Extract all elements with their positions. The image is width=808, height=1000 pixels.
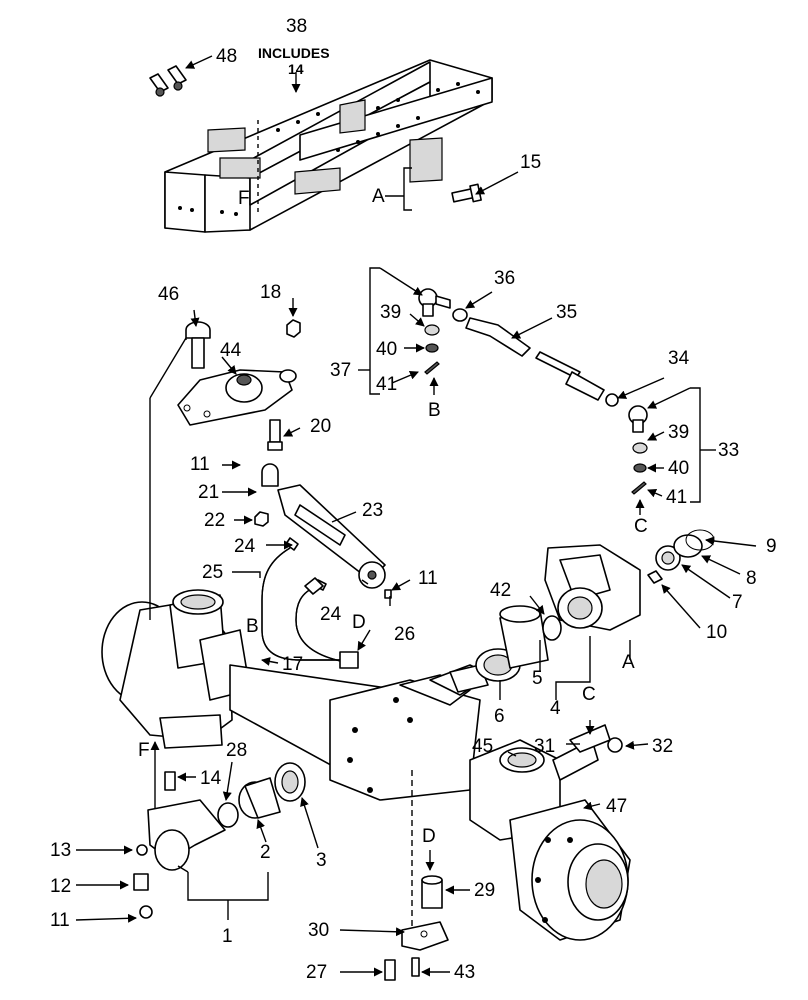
callout-11-lower: 11 — [50, 910, 70, 931]
front-frame-rails — [164, 59, 493, 233]
ref-A-top: A — [372, 186, 385, 207]
callout-20: 20 — [310, 416, 331, 437]
callout-38: 38 — [286, 16, 307, 37]
callout-12: 12 — [50, 876, 71, 897]
callout-5: 5 — [532, 668, 543, 689]
grease-fittings — [149, 65, 187, 97]
callout-35: 35 — [556, 302, 577, 323]
callout-1: 1 — [222, 926, 233, 947]
ref-C-lower: C — [582, 684, 596, 705]
callout-48: 48 — [216, 46, 237, 67]
callout-22: 22 — [204, 510, 225, 531]
callout-24-b: 24 — [320, 604, 342, 625]
callout-29: 29 — [474, 880, 495, 901]
steering-cylinder — [254, 463, 392, 599]
callout-4: 4 — [550, 698, 561, 719]
callout-9: 9 — [766, 536, 777, 557]
callout-31: 31 — [534, 736, 555, 757]
callout-41-left: 41 — [376, 374, 397, 395]
callout-33: 33 — [718, 440, 739, 461]
ref-D-upper: D — [352, 612, 366, 633]
callout-18: 18 — [260, 282, 281, 303]
callout-13: 13 — [50, 840, 71, 861]
callout-21: 21 — [198, 482, 219, 503]
callout-27: 27 — [306, 962, 327, 983]
callout-6: 6 — [494, 706, 505, 727]
callout-34: 34 — [668, 348, 690, 369]
callout-43: 43 — [454, 962, 475, 983]
callout-7: 7 — [732, 592, 743, 613]
steering-cylinder-bracket — [177, 319, 301, 451]
callout-labels: 38 INCLUDES 14 48 15 A F 46 18 44 20 11 … — [50, 16, 777, 983]
callout-3: 3 — [316, 850, 327, 871]
callout-11-upper: 11 — [190, 454, 210, 475]
ref-D-lower: D — [422, 826, 436, 847]
callout-includes: INCLUDES — [258, 45, 330, 61]
callout-44: 44 — [220, 340, 242, 361]
callout-14-lower: 14 — [200, 768, 222, 789]
callout-32: 32 — [652, 736, 673, 757]
callout-42: 42 — [490, 580, 511, 601]
callout-39-right: 39 — [668, 422, 689, 443]
callout-37: 37 — [330, 360, 351, 381]
ref-B-lower: B — [246, 616, 259, 637]
callout-47: 47 — [606, 796, 627, 817]
leader-lines — [75, 55, 757, 977]
ref-F-top: F — [238, 188, 250, 209]
callout-30: 30 — [308, 920, 329, 941]
callout-46: 46 — [158, 284, 179, 305]
callout-15: 15 — [520, 152, 541, 173]
axle-support-housing — [475, 529, 715, 682]
callout-25: 25 — [202, 562, 223, 583]
callout-10: 10 — [706, 622, 727, 643]
ref-A-lower: A — [622, 652, 635, 673]
callout-40-left: 40 — [376, 339, 397, 360]
callout-45: 45 — [472, 736, 493, 757]
callout-36: 36 — [494, 268, 515, 289]
ref-B-upper: B — [428, 400, 441, 421]
callout-11-mid: 11 — [418, 568, 438, 589]
ref-C-upper: C — [634, 516, 648, 537]
tie-rod-assembly — [418, 288, 648, 495]
callout-39-left: 39 — [380, 302, 401, 323]
callout-2: 2 — [260, 842, 271, 863]
callout-23: 23 — [362, 500, 383, 521]
callout-14-top: 14 — [288, 61, 304, 77]
pivot-bracket-parts — [133, 762, 306, 919]
callout-24-a: 24 — [234, 536, 256, 557]
axle-housing — [101, 589, 631, 941]
ref-F-lower: F — [138, 740, 150, 761]
callout-41-right: 41 — [666, 487, 687, 508]
callout-40-right: 40 — [668, 458, 689, 479]
hydraulic-hoses — [261, 547, 359, 669]
callout-28: 28 — [226, 740, 247, 761]
callout-8: 8 — [746, 568, 757, 589]
callout-17: 17 — [282, 654, 303, 675]
callout-26: 26 — [394, 624, 415, 645]
bottom-fasteners — [384, 875, 449, 981]
